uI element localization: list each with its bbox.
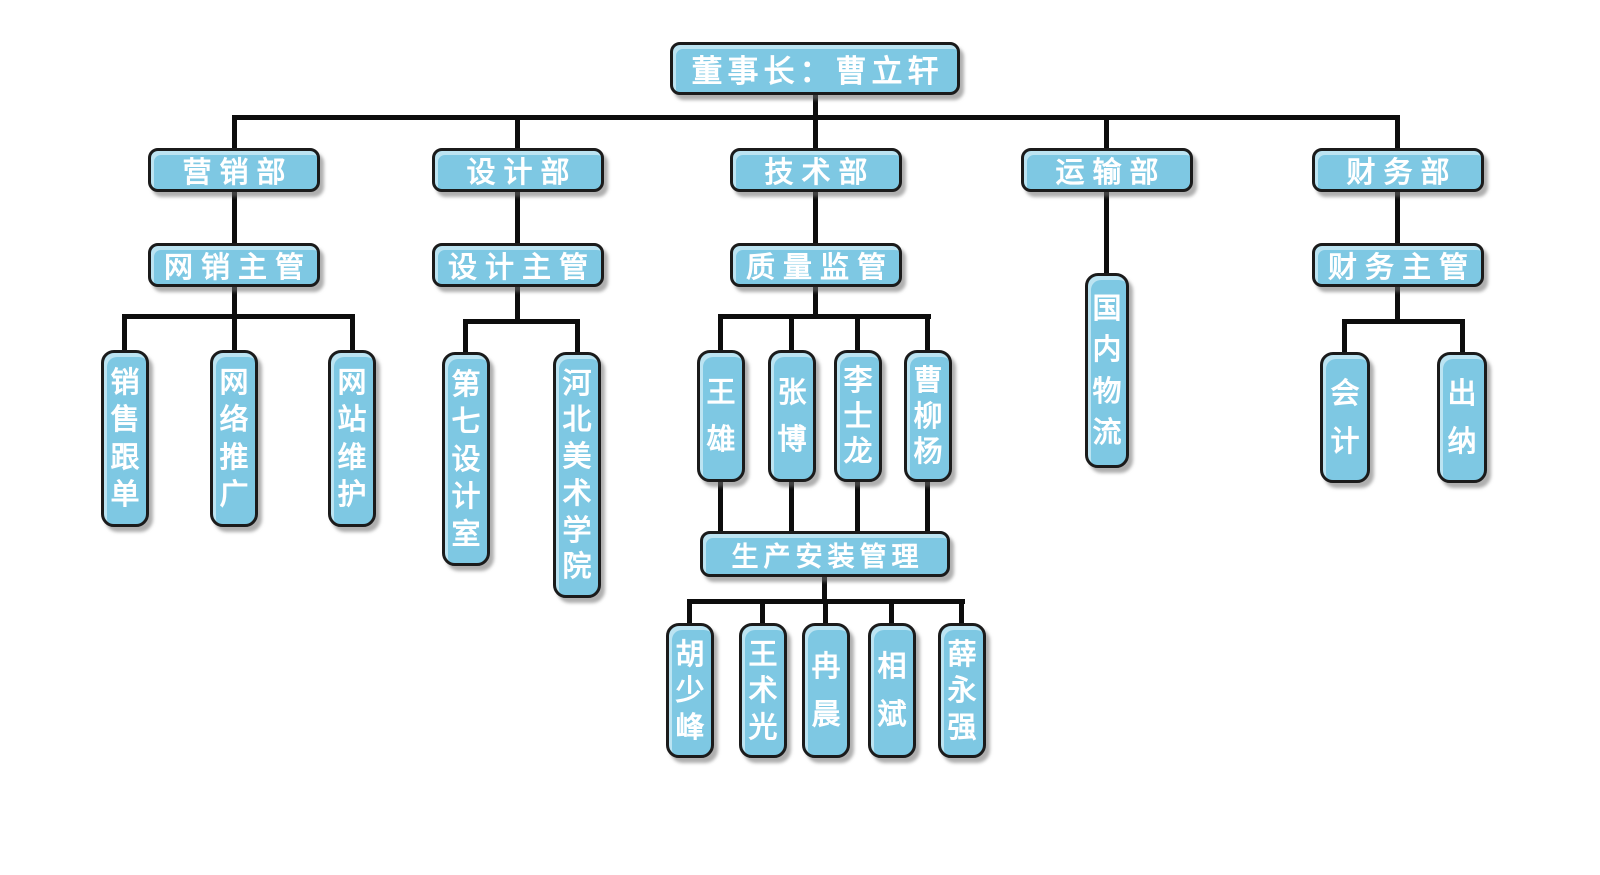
connector-line bbox=[925, 480, 930, 533]
node-label: 财务部 bbox=[1346, 155, 1458, 189]
node-production-installation-management: 生产安装管理 bbox=[700, 531, 950, 577]
connector-line bbox=[718, 480, 723, 533]
node-dept-technology: 技术部 bbox=[730, 148, 902, 192]
node-supervisor-design: 设计主管 bbox=[432, 243, 604, 287]
connector-line bbox=[687, 599, 692, 626]
node-label: 设计部 bbox=[466, 155, 578, 189]
node-hebei-academy-of-fine-arts: 河北美术学院 bbox=[553, 352, 601, 598]
connector-line bbox=[232, 115, 237, 151]
node-li-shilong: 李士龙 bbox=[834, 350, 882, 482]
node-zhang-bo: 张博 bbox=[768, 350, 816, 482]
node-label: 生产安装管理 bbox=[731, 541, 924, 573]
connector-line bbox=[959, 599, 964, 626]
connector-line bbox=[515, 188, 520, 246]
node-label: 网销主管 bbox=[163, 250, 312, 284]
node-dept-finance: 财务部 bbox=[1312, 148, 1484, 192]
node-label: 质量监管 bbox=[745, 250, 894, 284]
node-dept-transport: 运输部 bbox=[1021, 148, 1193, 192]
connector-line bbox=[463, 319, 468, 355]
node-dept-marketing: 营销部 bbox=[148, 148, 320, 192]
connector-line bbox=[718, 314, 723, 352]
node-supervisor-online-sales: 网销主管 bbox=[148, 243, 320, 287]
connector-line bbox=[789, 314, 794, 352]
node-supervisor-finance: 财务主管 bbox=[1312, 243, 1484, 287]
connector-line bbox=[889, 599, 894, 626]
connector-line bbox=[1395, 115, 1400, 151]
connector-line bbox=[1342, 319, 1465, 324]
node-supervisor-quality: 质量监管 bbox=[730, 243, 902, 287]
node-chairman: 董事长：曹立轩 bbox=[670, 42, 960, 95]
node-seventh-design-studio: 第七设计室 bbox=[442, 352, 490, 566]
connector-line bbox=[760, 599, 765, 626]
connector-line bbox=[813, 115, 818, 151]
node-online-promotion: 网络推广 bbox=[210, 350, 258, 527]
node-wang-xiong: 王雄 bbox=[697, 350, 745, 482]
connector-line bbox=[122, 314, 127, 352]
node-hu-shaofeng: 胡少峰 bbox=[666, 623, 714, 758]
node-dept-design: 设计部 bbox=[432, 148, 604, 192]
connector-line bbox=[789, 480, 794, 533]
connector-line bbox=[855, 480, 860, 533]
connector-line bbox=[1104, 188, 1109, 276]
connector-line bbox=[855, 314, 860, 352]
connector-line bbox=[463, 319, 580, 324]
node-sales-follow-up: 销售跟单 bbox=[101, 350, 149, 527]
connector-line bbox=[925, 314, 930, 352]
connector-line bbox=[822, 575, 827, 604]
node-xiang-bin: 相斌 bbox=[868, 623, 916, 758]
node-label: 营销部 bbox=[182, 155, 294, 189]
connector-line bbox=[823, 599, 828, 626]
node-website-maintenance: 网站维护 bbox=[328, 350, 376, 527]
connector-line bbox=[515, 284, 520, 323]
connector-line bbox=[1460, 319, 1465, 355]
node-accountant: 会计 bbox=[1320, 352, 1370, 483]
connector-line bbox=[350, 314, 355, 352]
connector-line bbox=[1395, 284, 1400, 323]
node-xue-yongqiang: 薛永强 bbox=[938, 623, 986, 758]
node-label: 运输部 bbox=[1055, 155, 1167, 189]
connector-line bbox=[1395, 188, 1400, 246]
node-chairman-label: 董事长：曹立轩 bbox=[691, 54, 944, 90]
connector-line bbox=[813, 188, 818, 246]
node-domestic-logistics: 国内物流 bbox=[1085, 273, 1129, 468]
connector-line bbox=[232, 188, 237, 246]
node-label: 财务主管 bbox=[1327, 250, 1476, 284]
node-cashier: 出纳 bbox=[1437, 352, 1487, 483]
connector-line bbox=[575, 319, 580, 355]
node-ran-chen: 冉晨 bbox=[802, 623, 850, 758]
connector-line bbox=[813, 284, 818, 318]
connector-line bbox=[1342, 319, 1347, 355]
connector-line bbox=[515, 115, 520, 151]
node-wang-shuguang: 王术光 bbox=[739, 623, 787, 758]
connector-line bbox=[122, 314, 355, 319]
connector-line bbox=[232, 314, 237, 352]
node-label: 技术部 bbox=[764, 155, 876, 189]
node-label: 设计主管 bbox=[447, 250, 596, 284]
connector-line bbox=[1104, 115, 1109, 151]
connector-line bbox=[232, 284, 237, 318]
root-stem-line bbox=[813, 92, 818, 118]
connector-line bbox=[718, 314, 931, 319]
node-cao-liuyang: 曹柳杨 bbox=[904, 350, 952, 482]
